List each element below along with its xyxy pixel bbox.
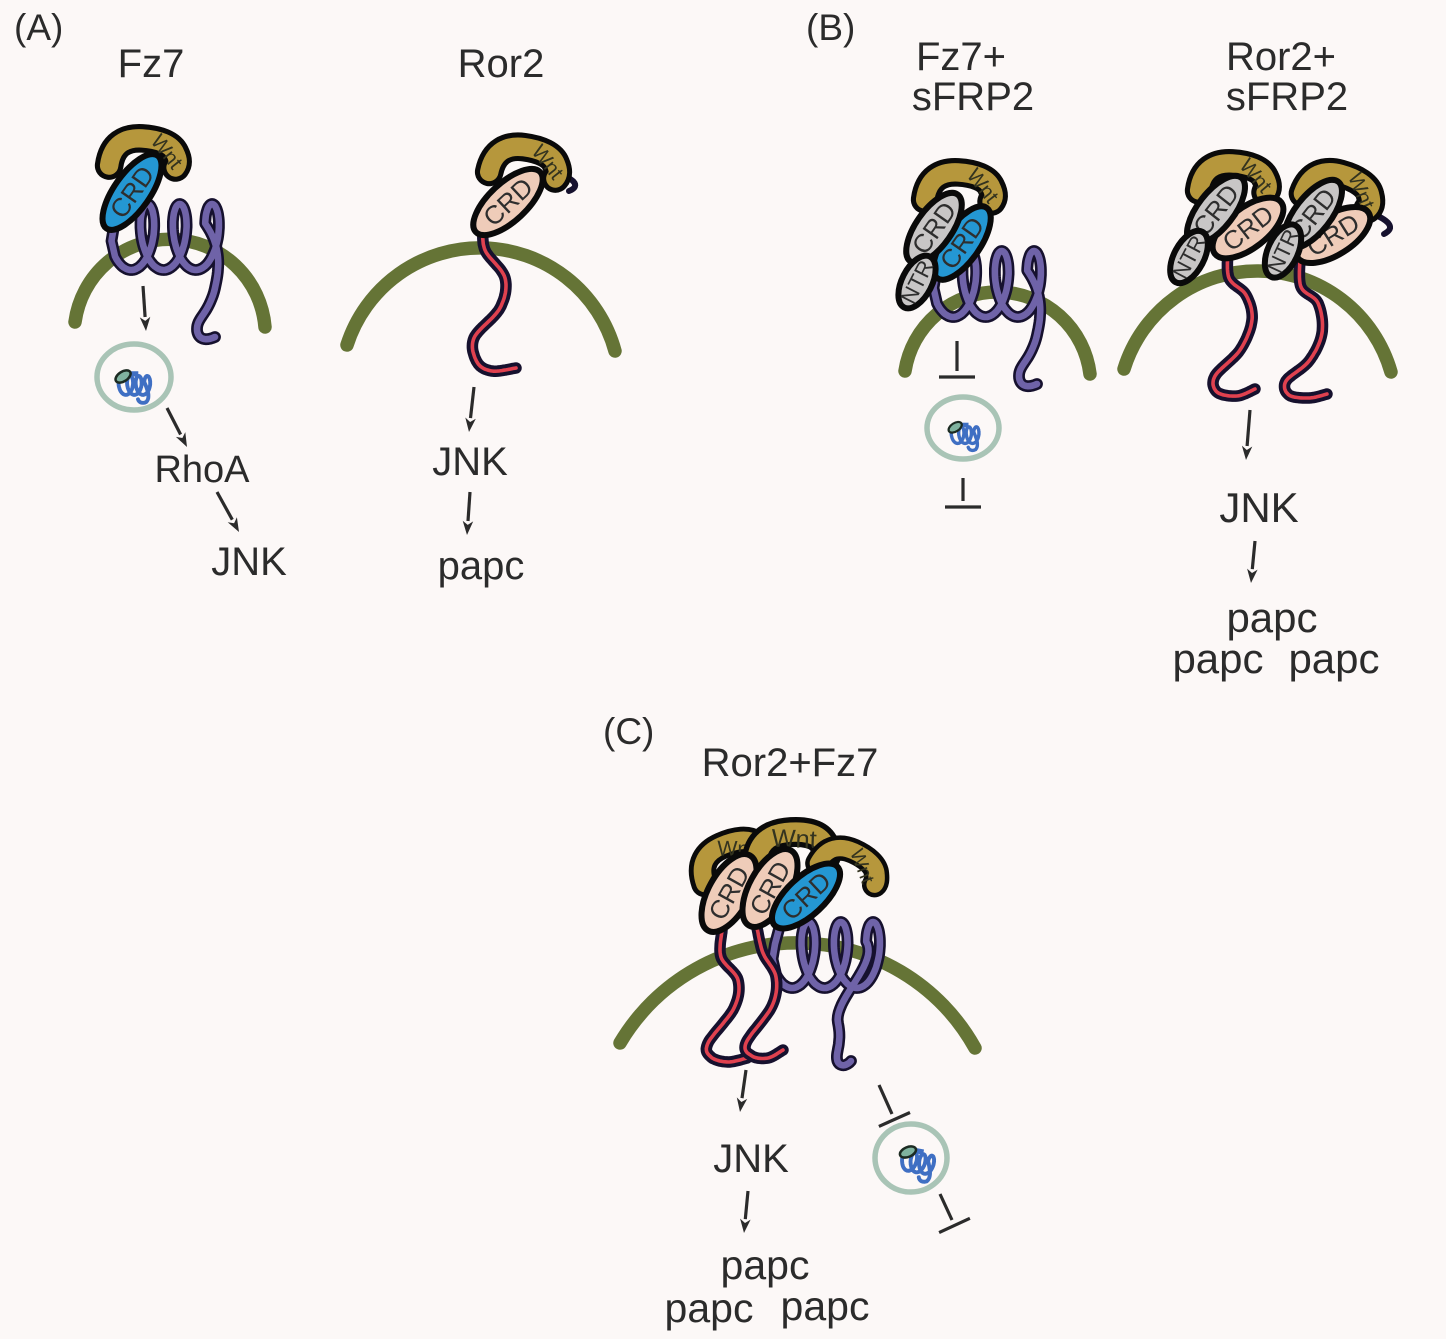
svg-text:(B): (B) [806, 7, 855, 48]
svg-text:(C): (C) [603, 711, 654, 752]
svg-text:JNK: JNK [1219, 484, 1298, 531]
svg-text:JNK: JNK [211, 540, 287, 584]
svg-text:papc: papc [721, 1242, 810, 1288]
svg-text:RhoA: RhoA [154, 449, 250, 491]
svg-text:sFRP2: sFRP2 [1226, 75, 1348, 119]
svg-text:papc: papc [1226, 594, 1317, 641]
svg-text:Fz7: Fz7 [118, 42, 185, 86]
svg-text:Ror2: Ror2 [458, 42, 545, 86]
svg-text:papc: papc [781, 1283, 870, 1329]
svg-text:(A): (A) [14, 7, 63, 48]
svg-text:papc: papc [1288, 635, 1379, 682]
svg-text:JNK: JNK [713, 1137, 789, 1181]
svg-text:Ror2+Fz7: Ror2+Fz7 [702, 741, 879, 785]
svg-text:Fz7+: Fz7+ [916, 35, 1006, 79]
svg-text:papc: papc [438, 544, 525, 588]
svg-text:papc: papc [1172, 635, 1263, 682]
svg-text:sFRP2: sFRP2 [912, 75, 1034, 119]
svg-text:Ror2+: Ror2+ [1226, 35, 1336, 79]
svg-text:JNK: JNK [432, 440, 508, 484]
svg-text:papc: papc [665, 1285, 754, 1331]
